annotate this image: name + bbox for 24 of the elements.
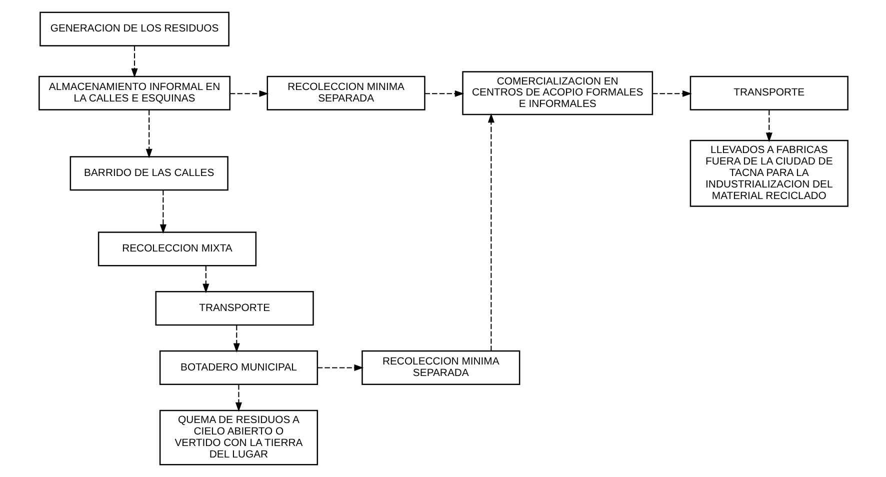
arrow [130, 46, 138, 78]
node-box: BOTADERO MUNICIPAL [158, 350, 318, 386]
arrow [487, 113, 494, 351]
node-box: GENERACION DE LOS RESIDUOS [39, 12, 229, 46]
arrow [145, 110, 152, 158]
arrow [159, 190, 166, 234]
node-box: LLEVADOS A FABRICAS FUERA DE LA CIUDAD DE TACNA PARA LA INDUSTRIALIZACION DEL MATERIAL RECICLADO [689, 140, 848, 207]
arrow [765, 110, 772, 142]
node-box: QUEMA DE RESIDUOS A CIELO ABIERTO O VERTIDO CON LA TIERRA DEL LUGAR [158, 410, 318, 466]
node-box: TRANSPORTE [154, 291, 314, 326]
node-box: RECOLECCION MIXTA [97, 232, 256, 266]
node-box: TRANSPORTE [689, 76, 848, 110]
arrow [230, 90, 268, 97]
arrow [316, 364, 364, 371]
arrow [202, 266, 209, 294]
arrow [424, 90, 464, 97]
node-box: BARRIDO DE LAS CALLES [69, 156, 228, 191]
node-box: RECOLECCION MINIMA SEPARADA [266, 76, 425, 110]
node-box: COMERCIALIZACION EN CENTROS DE ACOPIO FORMALES E INFORMALES [462, 71, 653, 116]
arrow [234, 384, 242, 412]
arrow [652, 90, 692, 97]
node-box: ALMACENAMIENTO INFORMAL EN LA CALLES E ESQUINAS [38, 76, 230, 110]
arrow [232, 325, 240, 353]
node-box: RECOLECCION MINIMA SEPARADA [361, 350, 520, 386]
